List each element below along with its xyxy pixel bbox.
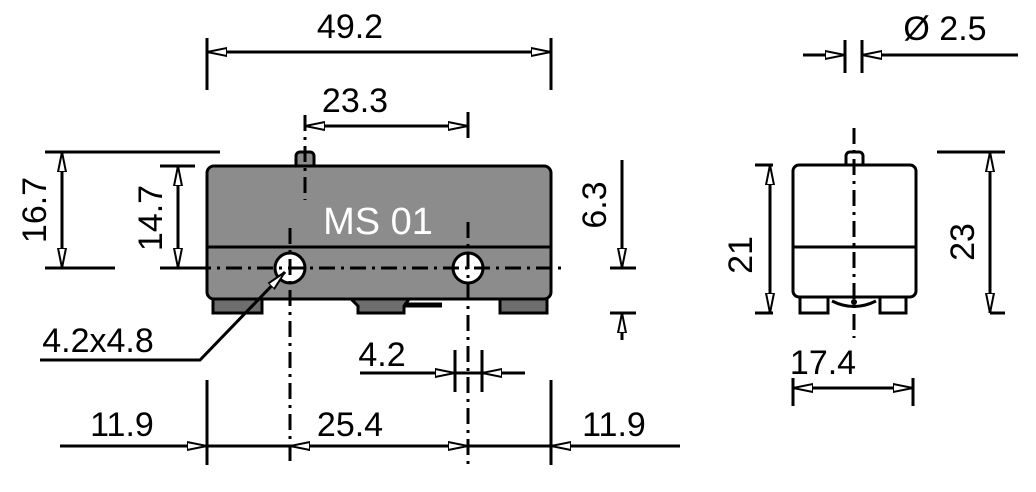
dim-hole-offset: 6.3 (576, 160, 636, 340)
svg-text:23: 23 (944, 223, 982, 261)
svg-text:11.9: 11.9 (90, 406, 154, 444)
dim-pin-offset: 23.3 (305, 82, 470, 138)
svg-text:21: 21 (722, 236, 760, 274)
part-label: MS 01 (323, 201, 433, 243)
svg-text:17.4: 17.4 (790, 344, 856, 382)
front-view: MS 01 (195, 115, 565, 465)
dim-overall-height: 16.7 (16, 150, 220, 270)
dim-bottom-chain: 11.9 25.4 11.9 (60, 380, 680, 465)
dim-side-overall-height: 23 (937, 150, 1005, 315)
svg-text:4.2x4.8: 4.2x4.8 (42, 322, 154, 360)
svg-text:16.7: 16.7 (16, 177, 54, 243)
svg-text:6.3: 6.3 (576, 181, 614, 228)
side-foot-left (798, 295, 830, 315)
svg-text:25.4: 25.4 (317, 406, 383, 444)
dim-lever-gap: 4.2 (358, 336, 525, 392)
dim-overall-length: 49.2 (205, 8, 553, 90)
dim-side-height: 21 (722, 163, 773, 315)
svg-text:Ø 2.5: Ø 2.5 (903, 10, 986, 48)
svg-text:49.2: 49.2 (317, 8, 383, 46)
svg-text:23.3: 23.3 (322, 82, 388, 120)
svg-text:4.2: 4.2 (358, 336, 405, 374)
dim-pin-diameter: Ø 2.5 (803, 10, 1018, 73)
svg-text:11.9: 11.9 (582, 406, 646, 444)
dim-body-height: 14.7 (132, 164, 195, 270)
dim-side-width: 17.4 (790, 344, 915, 406)
side-foot-right (878, 295, 908, 315)
svg-text:14.7: 14.7 (132, 185, 170, 251)
dim-hole-size: 4.2x4.8 (40, 270, 287, 362)
side-view (791, 128, 918, 338)
